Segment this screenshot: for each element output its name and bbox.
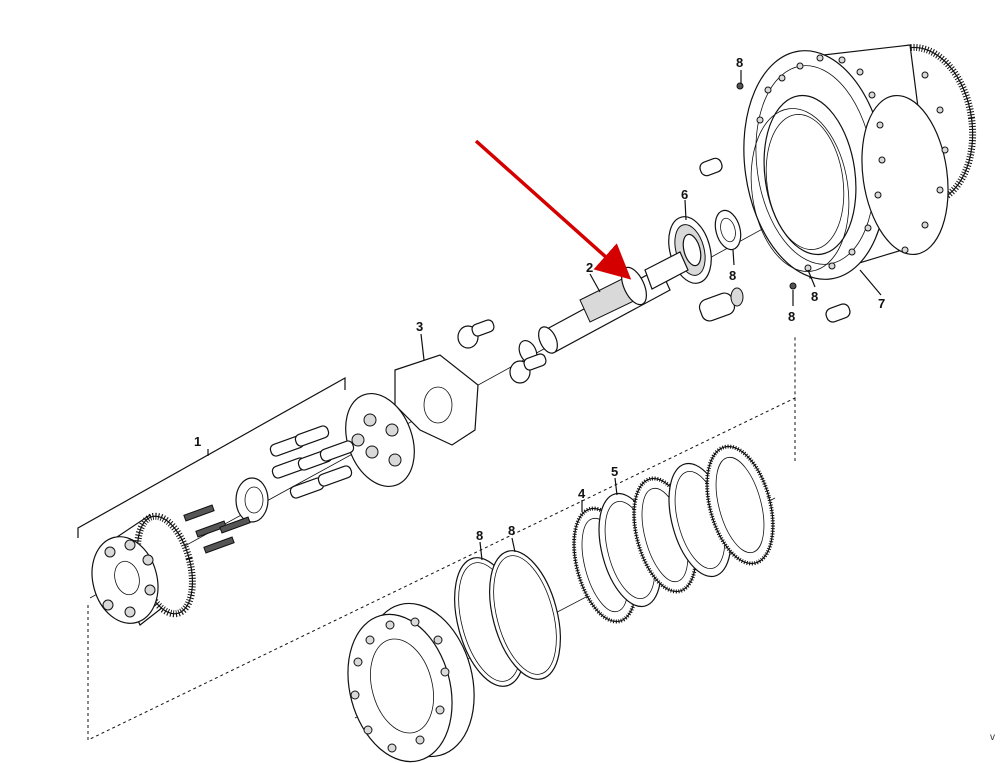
callout-2: 2 bbox=[586, 260, 593, 275]
highlight-arrow bbox=[474, 139, 632, 280]
callout-4: 4 bbox=[578, 486, 586, 501]
slipper-lower bbox=[509, 353, 547, 384]
small-fitting-part-8 bbox=[736, 82, 797, 290]
friction-disk-3 bbox=[705, 444, 775, 566]
seal-ring-8-right bbox=[489, 550, 561, 680]
piston-set bbox=[269, 425, 355, 499]
callout-1: 1 bbox=[194, 434, 201, 449]
spherical-bushing bbox=[235, 477, 269, 523]
callout-3: 3 bbox=[416, 319, 423, 334]
dowel-pin-upper bbox=[699, 157, 723, 177]
valve-plate bbox=[345, 392, 415, 488]
callout-6: 6 bbox=[681, 187, 688, 202]
dashed-connector bbox=[87, 335, 796, 741]
corner-mark: v bbox=[990, 732, 995, 743]
callout-8-ring-left: 8 bbox=[476, 528, 483, 543]
pin-set bbox=[183, 504, 251, 554]
seal-ring-part-8 bbox=[714, 209, 742, 251]
callout-8-fitting: 8 bbox=[788, 309, 795, 324]
callout-8-top: 8 bbox=[736, 55, 743, 70]
callout-8-right: 8 bbox=[811, 289, 818, 304]
dowel-pin-lower bbox=[825, 303, 851, 323]
group-bracket bbox=[77, 376, 346, 538]
housing-part-7 bbox=[743, 43, 977, 280]
callout-7: 7 bbox=[878, 296, 885, 311]
brake-piston bbox=[347, 602, 475, 763]
callout-8-seal: 8 bbox=[729, 268, 736, 283]
shaft-part-2 bbox=[518, 251, 689, 364]
callout-8-ring-right: 8 bbox=[508, 523, 515, 538]
plug-part-8 bbox=[698, 287, 744, 322]
slipper-upper bbox=[457, 319, 495, 349]
callout-5: 5 bbox=[611, 464, 618, 479]
cylinder-block bbox=[91, 512, 196, 626]
leader-lines bbox=[420, 70, 882, 561]
